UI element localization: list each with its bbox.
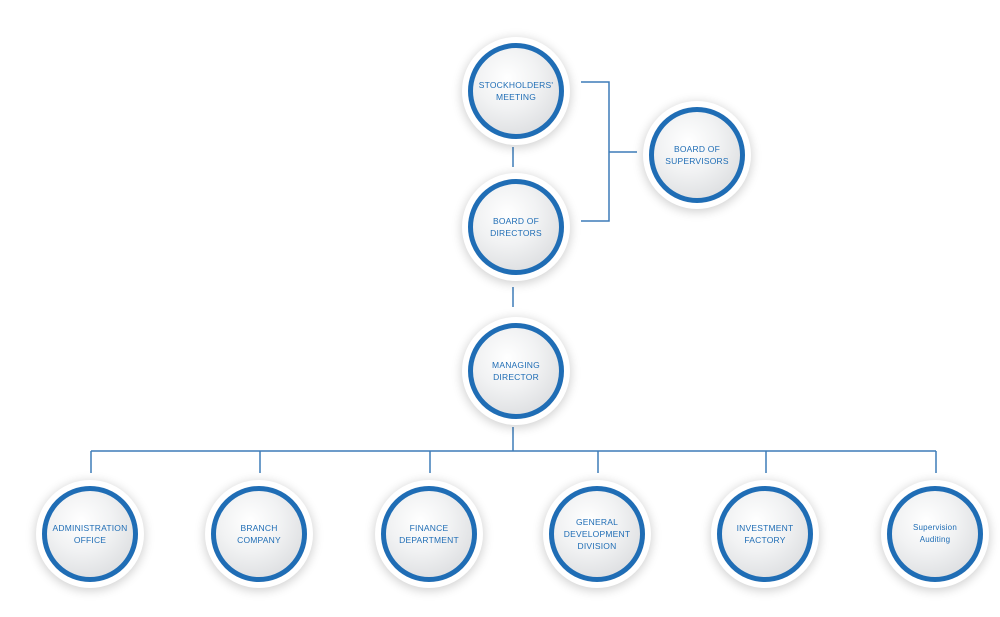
node-branch-company: BRANCH COMPANY bbox=[211, 486, 307, 582]
node-label-line: MEETING bbox=[495, 92, 537, 102]
node-label-line: INVESTMENT bbox=[736, 522, 794, 533]
node-label-line: DIRECTORS bbox=[490, 228, 542, 238]
node-label-line: DEVELOPMENT bbox=[563, 528, 631, 539]
node-label-line: GENERAL bbox=[575, 516, 619, 527]
node-administration-office: ADMINISTRATION OFFICE bbox=[42, 486, 138, 582]
node-label-line: OFFICE bbox=[73, 535, 107, 545]
node-label-line: MANAGING bbox=[492, 359, 540, 370]
node-label-line: SUPERVISORS bbox=[665, 156, 729, 166]
node-label-line: BOARD OF bbox=[674, 143, 720, 154]
node-label-line: STOCKHOLDERS' bbox=[478, 79, 554, 90]
node-label-line: DEPARTMENT bbox=[399, 535, 459, 545]
node-label-line: DIRECTOR bbox=[493, 372, 539, 382]
node-investment-factory: INVESTMENT FACTORY bbox=[717, 486, 813, 582]
node-label-line: FACTORY bbox=[744, 535, 786, 545]
node-stockholders-meeting: STOCKHOLDERS' MEETING bbox=[468, 43, 564, 139]
node-finance-department: FINANCE DEPARTMENT bbox=[381, 486, 477, 582]
node-label-line: DIVISION bbox=[577, 541, 617, 552]
node-managing-director: MANAGING DIRECTOR bbox=[468, 323, 564, 419]
node-supervision-auditing: Supervision Auditing bbox=[887, 486, 983, 582]
node-label-line: BOARD OF bbox=[493, 215, 539, 226]
node-label-line: ADMINISTRATION bbox=[52, 522, 128, 533]
node-label-line: Auditing bbox=[919, 535, 951, 544]
node-general-development-division: GENERAL DEVELOPMENT DIVISION bbox=[549, 486, 645, 582]
node-label-line: FINANCE bbox=[409, 522, 449, 533]
node-label-line: Supervision bbox=[912, 523, 957, 533]
node-label-line: COMPANY bbox=[237, 535, 281, 545]
node-board-of-directors: BOARD OF DIRECTORS bbox=[468, 179, 564, 275]
node-label-line: BRANCH bbox=[240, 522, 278, 533]
node-board-of-supervisors: BOARD OF SUPERVISORS bbox=[649, 107, 745, 203]
connector-supervisors-bracket bbox=[581, 81, 610, 222]
